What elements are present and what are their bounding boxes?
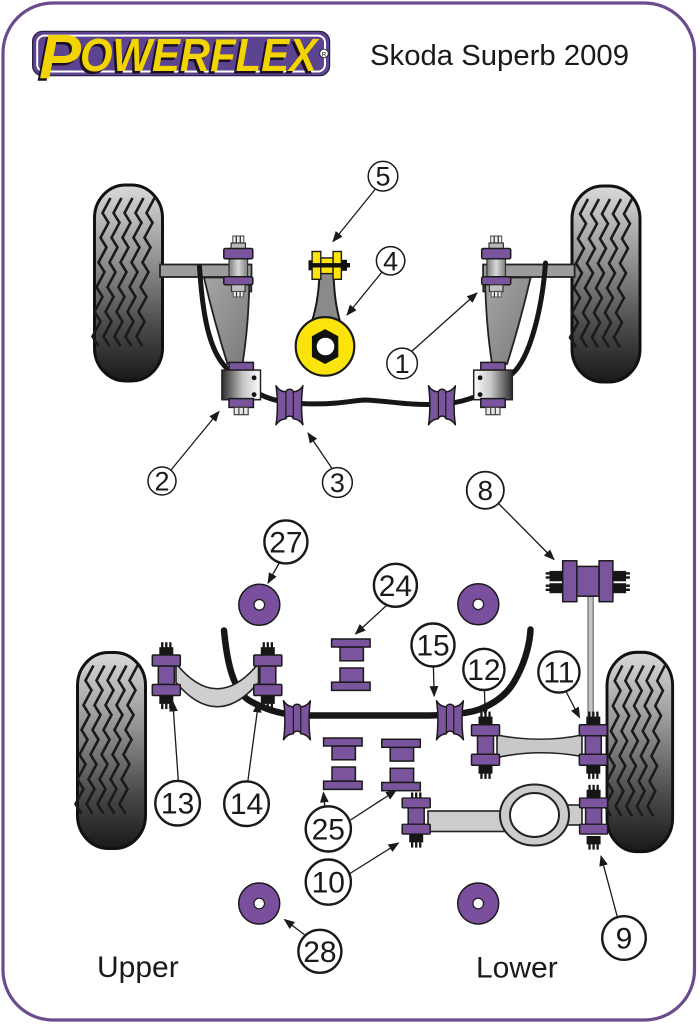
svg-text:OWERFLEX: OWERFLEX bbox=[78, 32, 317, 84]
svg-text:25: 25 bbox=[312, 813, 345, 846]
svg-text:9: 9 bbox=[616, 923, 633, 956]
svg-text:1: 1 bbox=[395, 349, 410, 379]
svg-text:Skoda Superb 2009: Skoda Superb 2009 bbox=[370, 40, 629, 72]
svg-text:24: 24 bbox=[379, 570, 412, 603]
svg-text:28: 28 bbox=[303, 936, 336, 969]
svg-text:OWERFLEX: OWERFLEX bbox=[80, 29, 319, 81]
svg-text:P: P bbox=[39, 23, 82, 93]
svg-text:2: 2 bbox=[154, 467, 169, 497]
svg-text:10: 10 bbox=[312, 867, 345, 900]
svg-text:R: R bbox=[322, 51, 327, 58]
svg-text:P: P bbox=[37, 25, 80, 95]
svg-text:Upper: Upper bbox=[97, 951, 179, 984]
svg-text:3: 3 bbox=[330, 468, 345, 498]
svg-text:15: 15 bbox=[416, 630, 449, 663]
svg-text:5: 5 bbox=[375, 162, 390, 192]
svg-text:4: 4 bbox=[383, 246, 398, 276]
svg-text:13: 13 bbox=[161, 788, 194, 821]
svg-text:12: 12 bbox=[467, 654, 500, 687]
svg-text:8: 8 bbox=[478, 475, 494, 506]
svg-text:Lower: Lower bbox=[476, 952, 558, 985]
svg-text:27: 27 bbox=[269, 526, 302, 559]
svg-text:14: 14 bbox=[230, 788, 263, 821]
svg-text:11: 11 bbox=[543, 657, 574, 690]
